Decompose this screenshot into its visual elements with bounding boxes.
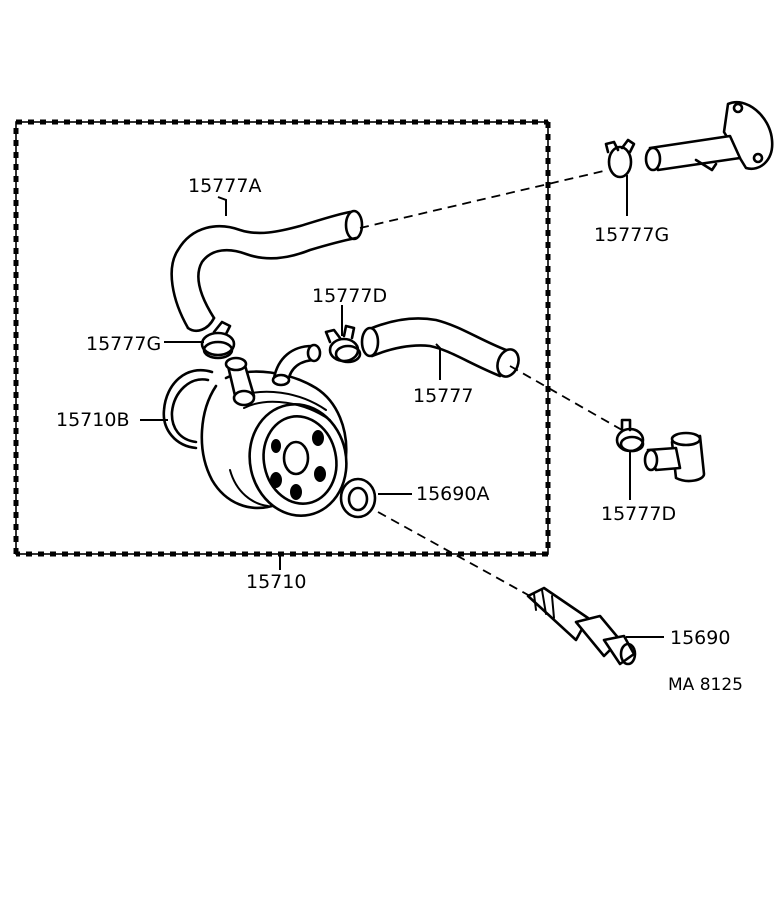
union-bolt [526, 586, 637, 666]
label-15690: 15690 [670, 627, 730, 649]
drawing-code: MA 8125 [668, 675, 743, 695]
label-15777a: 15777A [188, 175, 261, 197]
washer [339, 477, 377, 519]
label-15690a: 15690A [416, 483, 489, 505]
clamp-mid [324, 324, 362, 364]
label-15777g-right: 15777G [594, 224, 669, 246]
assembly-frame [13, 119, 551, 557]
label-15777d-right: 15777D [601, 503, 676, 525]
o-ring-gasket [162, 369, 214, 450]
pipe-bracket-top [644, 101, 774, 172]
label-15777: 15777 [413, 385, 473, 407]
elbow-fitting [643, 431, 706, 483]
oil-cooler-body [200, 343, 348, 517]
label-15710: 15710 [246, 571, 306, 593]
leader-lines [140, 175, 664, 638]
upper-hose [170, 209, 364, 332]
connection-lines [359, 169, 623, 597]
lower-hose [360, 317, 520, 378]
label-15710b: 15710B [56, 409, 129, 431]
clamp-left [200, 320, 236, 360]
label-15777g-left: 15777G [86, 333, 161, 355]
clamp-right-top [604, 138, 636, 179]
label-15777d-mid: 15777D [312, 285, 387, 307]
clamp-right-bottom [615, 418, 645, 453]
